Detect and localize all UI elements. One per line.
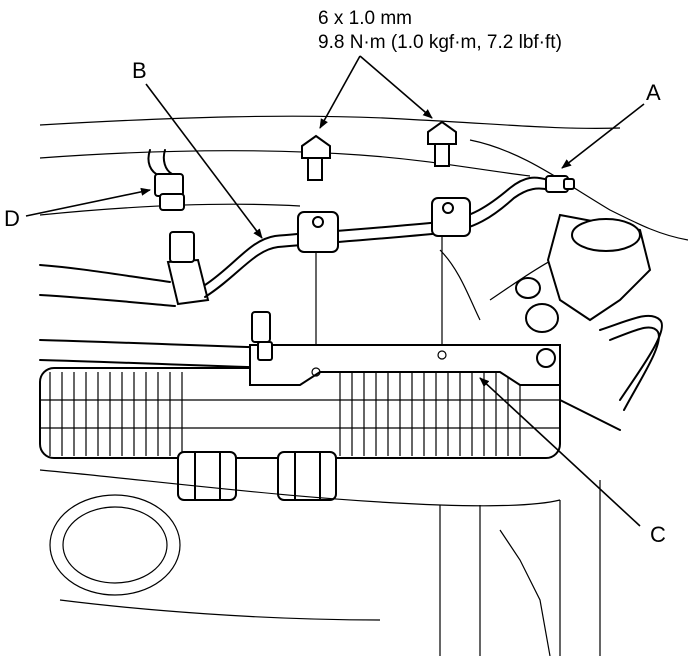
bolt-size-label: 6 x 1.0 mm	[318, 8, 412, 29]
callout-c: C	[650, 522, 666, 547]
callout-b: B	[132, 58, 147, 83]
bolt-right	[427, 120, 457, 167]
callout-b-leader	[145, 83, 263, 239]
pipe-b	[204, 175, 575, 298]
callout-c-leader	[479, 377, 641, 527]
torque-spec-pointers	[319, 55, 433, 129]
body-outlines	[39, 115, 688, 321]
callout-d-leader	[25, 187, 151, 217]
hose-d-connector	[147, 149, 185, 211]
steering-rack	[39, 339, 561, 501]
callout-d: D	[4, 206, 20, 231]
bolt-left	[301, 134, 331, 181]
valve-assembly	[515, 213, 663, 431]
hose-clip	[251, 311, 273, 361]
torque-spec-label: 9.8 N·m (1.0 kgf·m, 7.2 lbf·ft)	[318, 32, 562, 53]
rack-boot-ribs	[49, 372, 521, 456]
return-hose	[39, 231, 210, 307]
lower-outlines	[39, 469, 601, 656]
callout-a: A	[646, 80, 661, 105]
callout-a-leader	[561, 103, 645, 169]
